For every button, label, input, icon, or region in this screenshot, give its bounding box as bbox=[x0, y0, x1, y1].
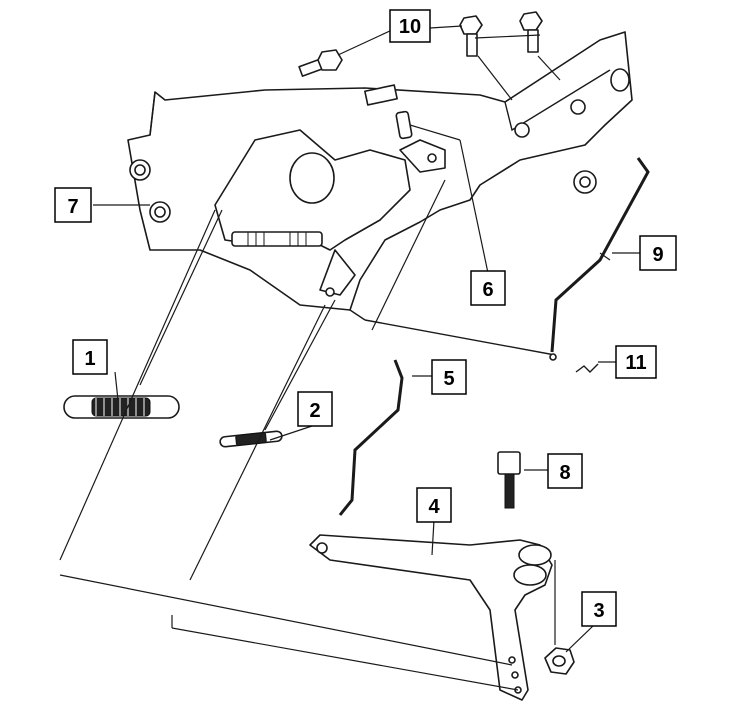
lever-4 bbox=[309, 534, 553, 701]
svg-text:9: 9 bbox=[652, 244, 663, 266]
clip-11 bbox=[575, 363, 599, 373]
callout-8: 8 bbox=[547, 453, 583, 489]
callout-11: 11 bbox=[615, 345, 657, 379]
callout-3: 3 bbox=[581, 591, 617, 627]
hex-boss-right bbox=[573, 170, 597, 194]
hex-boss-left-bottom bbox=[149, 201, 171, 223]
svg-text:3: 3 bbox=[593, 600, 604, 622]
svg-text:10: 10 bbox=[399, 16, 421, 38]
link-rod-5 bbox=[338, 359, 404, 516]
svg-text:11: 11 bbox=[625, 352, 646, 374]
control-bracket bbox=[127, 31, 633, 356]
svg-text:7: 7 bbox=[67, 196, 78, 218]
callout-10: 10 bbox=[389, 9, 431, 43]
callout-5: 5 bbox=[431, 359, 467, 395]
svg-text:2: 2 bbox=[309, 400, 320, 422]
hex-boss-left-top bbox=[129, 159, 151, 181]
nut-3 bbox=[544, 647, 575, 675]
bolt-right bbox=[519, 11, 543, 53]
bolt-8 bbox=[497, 451, 521, 509]
callout-9: 9 bbox=[639, 235, 677, 271]
callout-4: 4 bbox=[416, 487, 452, 523]
bolt-middle bbox=[459, 15, 483, 57]
callout-7: 7 bbox=[54, 187, 92, 223]
leader-lines bbox=[59, 25, 640, 691]
svg-text:5: 5 bbox=[443, 368, 454, 390]
svg-text:4: 4 bbox=[428, 496, 440, 518]
svg-text:8: 8 bbox=[559, 462, 570, 484]
spring-1 bbox=[63, 395, 180, 419]
bolt-left bbox=[298, 49, 343, 77]
callout-2: 2 bbox=[297, 391, 333, 427]
svg-text:1: 1 bbox=[84, 348, 95, 370]
svg-text:6: 6 bbox=[482, 279, 493, 301]
rod-9 bbox=[550, 157, 650, 353]
callout-6: 6 bbox=[470, 270, 506, 306]
callout-1: 1 bbox=[72, 339, 108, 375]
